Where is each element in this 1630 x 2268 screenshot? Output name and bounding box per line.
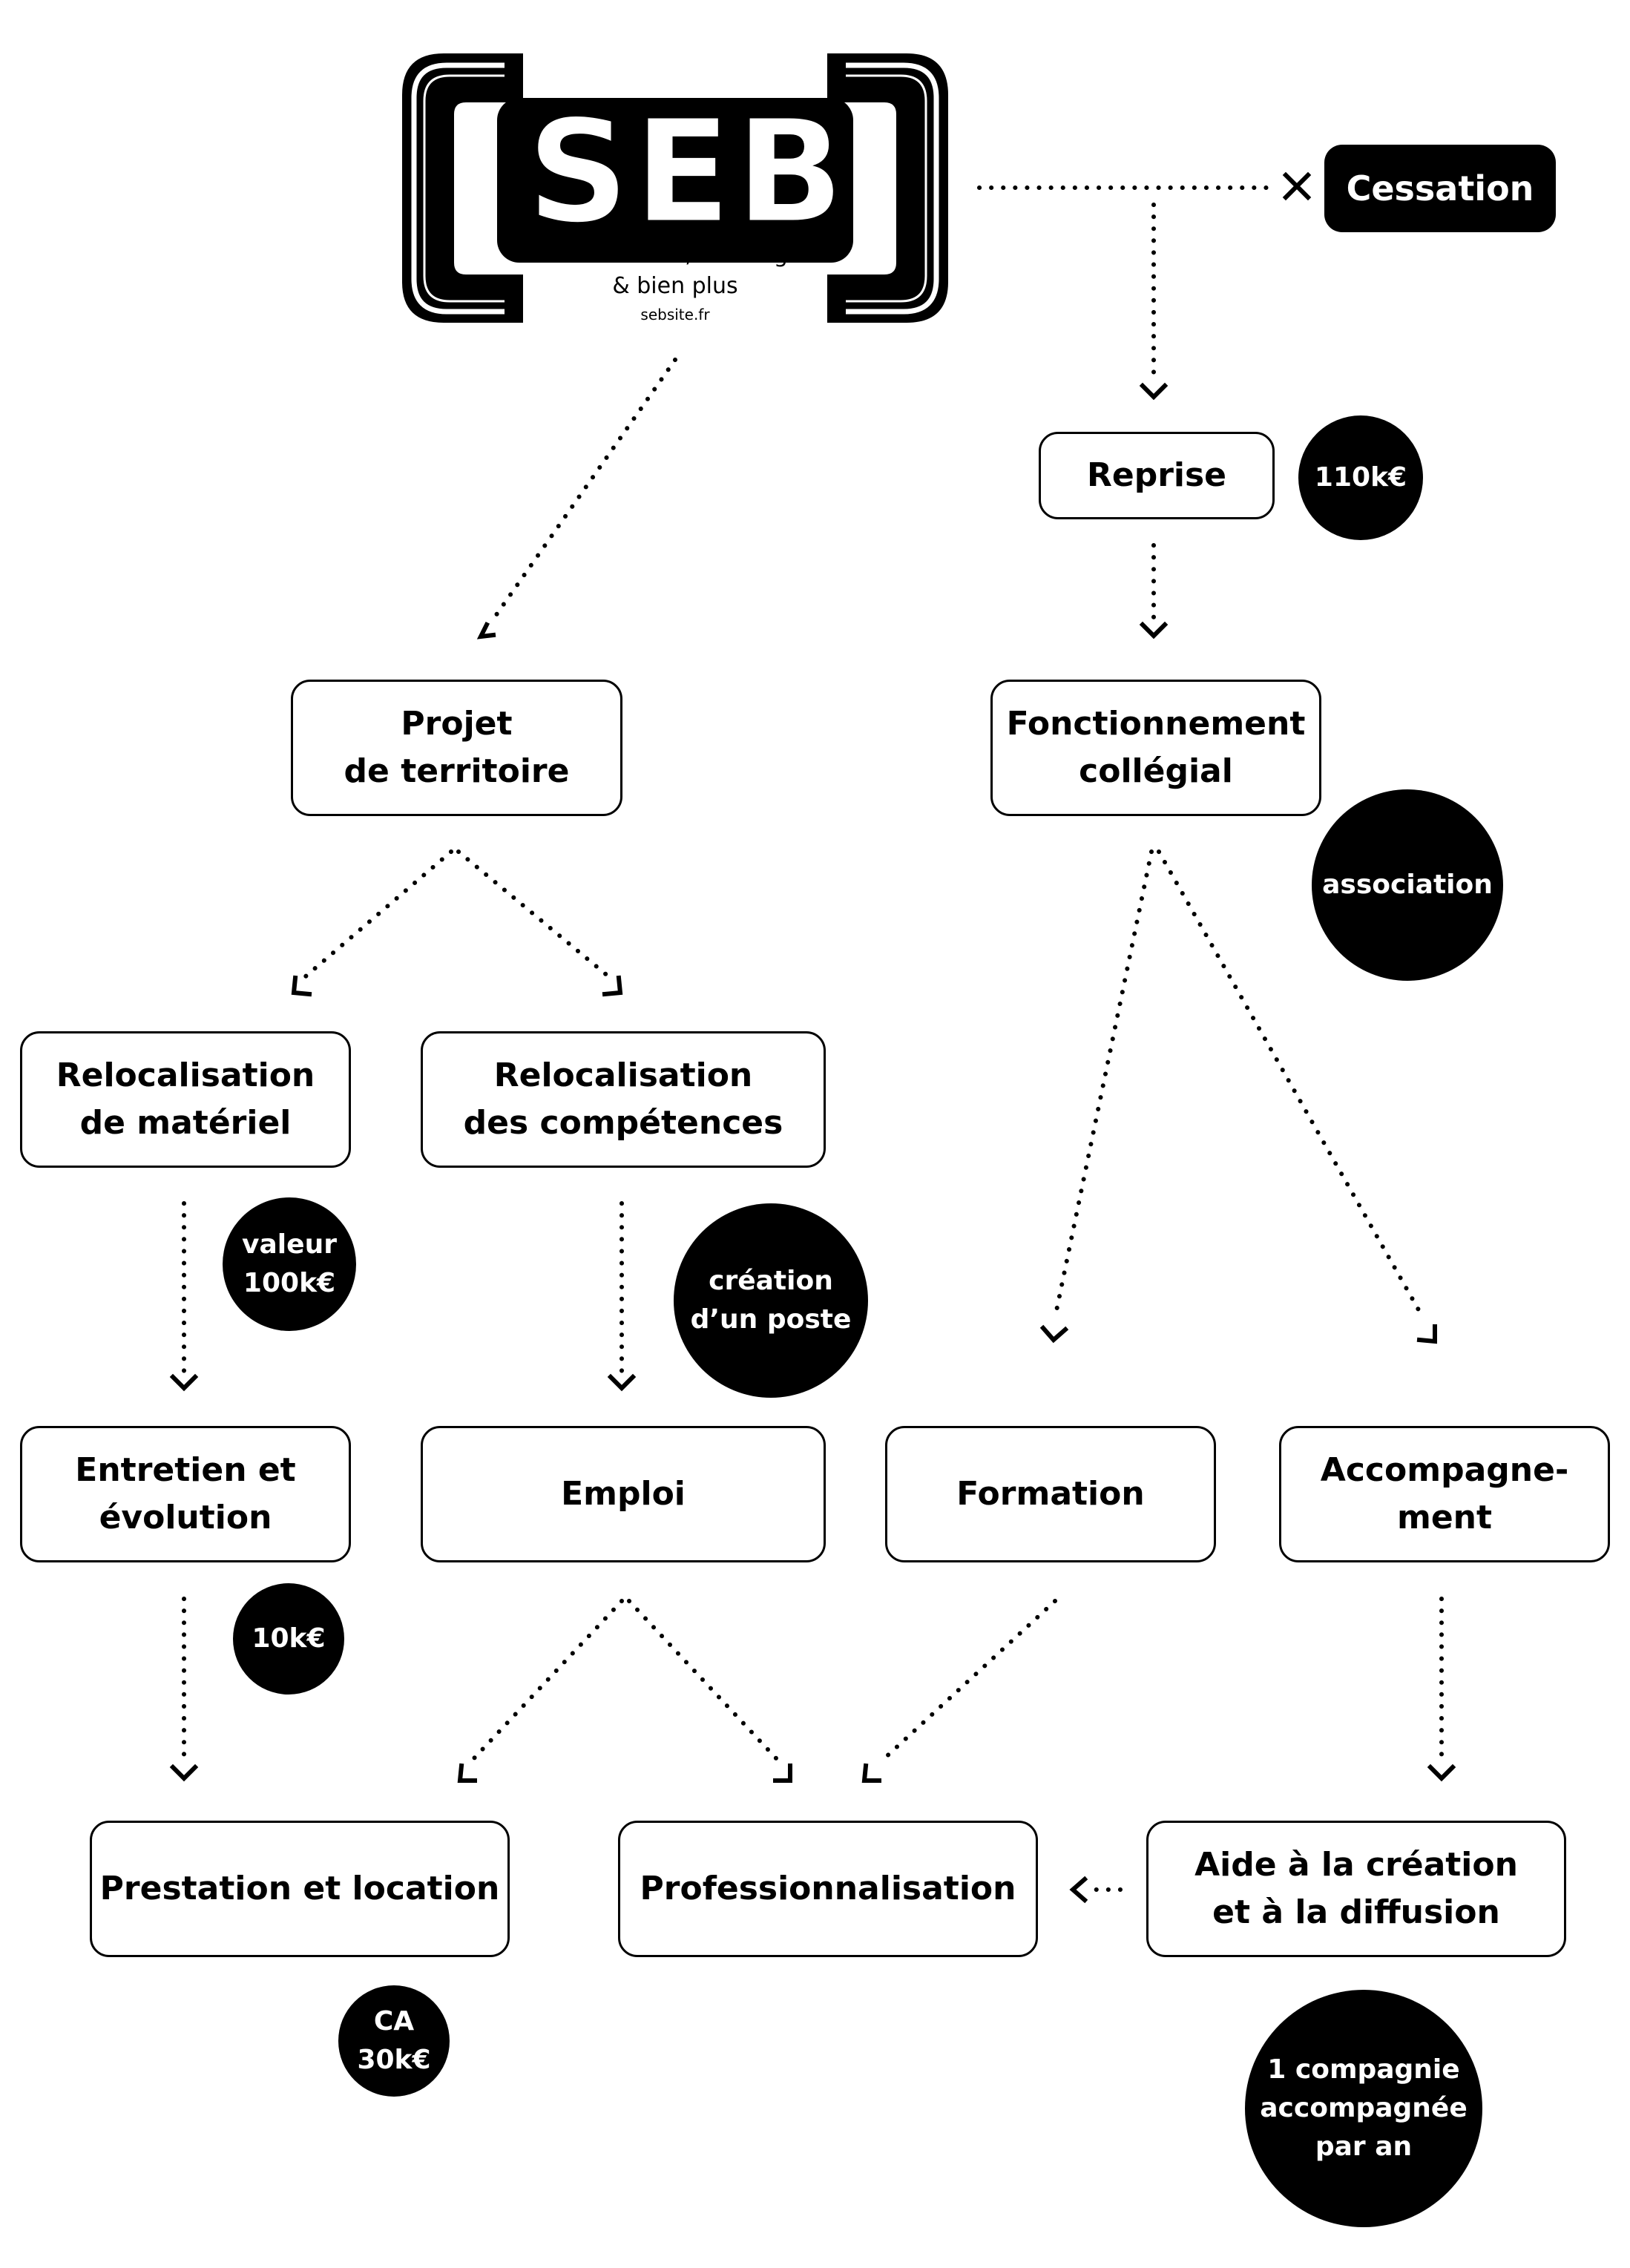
- box-fonctionnement-label: Fonctionnement collégial: [1006, 705, 1306, 790]
- logo-brackets: [402, 53, 948, 323]
- arrowhead-entretien: [169, 1373, 199, 1392]
- badge-reprise-cost-text: 110k€: [1314, 461, 1407, 493]
- badge-ca-text: CA 30k€: [357, 2005, 431, 2075]
- box-prestation-location: Prestation et location: [90, 1821, 510, 1957]
- box-accompagnement: Accompagne- ment: [1279, 1426, 1610, 1562]
- logo-letter-block: [497, 98, 853, 263]
- badge-compagnie: 1 compagnie accompagnée par an: [1245, 1990, 1482, 2227]
- logo-tagline-line1: sonorisation, éclairage: [548, 242, 802, 268]
- connector-logo-projet: [493, 358, 677, 618]
- box-reprise-label: Reprise: [1086, 456, 1227, 495]
- arrowhead-fonctionnement: [1139, 621, 1169, 640]
- logo-website: sebsite.fr: [640, 306, 710, 323]
- badge-association-text: association: [1322, 869, 1493, 900]
- box-formation: Formation: [885, 1426, 1216, 1562]
- right-bracket-icon: [827, 53, 948, 323]
- box-fonctionnement-collegial: Fonctionnement collégial: [990, 680, 1321, 816]
- arrowhead-accompagnement: [1416, 1324, 1437, 1344]
- connector-fonct-formation: [1053, 849, 1154, 1320]
- arrowhead-prestation-1: [169, 1764, 199, 1782]
- box-professionnalisation: Professionnalisation: [618, 1821, 1038, 1957]
- arrowhead-prestation-2: [457, 1763, 477, 1783]
- logo-tagline-line2: & bien plus: [612, 273, 738, 299]
- badge-creation-poste-text: création d’un poste: [690, 1265, 852, 1335]
- badge-reprise-cost: 110k€: [1298, 415, 1423, 540]
- box-emploi: Emploi: [421, 1426, 826, 1562]
- cessation-text: Cessation: [1346, 168, 1534, 208]
- box-aide-creation-diffusion: Aide à la création et à la diffusion: [1146, 1821, 1566, 1957]
- connector-projet-reloc-materiel: [303, 849, 453, 979]
- logo-name: SEB: [526, 88, 849, 256]
- cross-icon: [1282, 171, 1312, 201]
- box-entretien-label: Entretien et évolution: [75, 1451, 296, 1536]
- box-projet-de-territoire: Projet de territoire: [291, 680, 622, 816]
- badge-valeur-text: valeur 100k€: [242, 1229, 337, 1298]
- box-projet-label: Projet de territoire: [344, 705, 570, 790]
- box-accompagnement-label: Accompagne- ment: [1320, 1451, 1569, 1536]
- box-prestation-label: Prestation et location: [99, 1870, 500, 1908]
- arrowhead-reloc-materiel: [291, 975, 312, 997]
- box-reloc-competences-label: Relocalisation des compétences: [463, 1056, 783, 1142]
- arrowhead-professionnalisation-2: [861, 1763, 881, 1783]
- badge-association: association: [1312, 789, 1503, 981]
- cessation-label: Cessation: [1324, 145, 1556, 232]
- box-formation-label: Formation: [956, 1475, 1145, 1513]
- connector-projet-reloc-competences: [456, 849, 611, 979]
- box-professionnalisation-label: Professionnalisation: [640, 1870, 1016, 1908]
- connector-formation-professionnalisation: [881, 1599, 1057, 1762]
- box-entretien-evolution: Entretien et évolution: [20, 1426, 351, 1562]
- badge-valeur: valeur 100k€: [223, 1197, 356, 1331]
- arrowhead-aide-professionnalisation: [1069, 1876, 1088, 1904]
- arrowhead-emploi: [607, 1373, 637, 1392]
- arrowhead-reloc-competences: [602, 975, 623, 997]
- arrowhead-aide: [1427, 1764, 1456, 1782]
- seb-logo: SEB sonorisation, éclairage & bien plus …: [386, 37, 964, 364]
- arrowhead-professionnalisation-1: [773, 1764, 792, 1783]
- box-relocalisation-materiel: Relocalisation de matériel: [20, 1031, 351, 1168]
- badge-ca: CA 30k€: [338, 1985, 450, 2097]
- box-emploi-label: Emploi: [561, 1475, 686, 1513]
- connector-emploi-professionnalisation: [627, 1599, 780, 1762]
- box-reloc-materiel-label: Relocalisation de matériel: [56, 1056, 315, 1142]
- arrowhead-reprise: [1139, 382, 1169, 401]
- arrowhead-projet: [476, 621, 496, 640]
- badge-creation-poste: création d’un poste: [674, 1203, 868, 1398]
- box-reprise: Reprise: [1039, 432, 1275, 519]
- box-aide-label: Aide à la création et à la diffusion: [1194, 1846, 1518, 1931]
- box-relocalisation-competences: Relocalisation des compétences: [421, 1031, 826, 1168]
- badge-entretien-cost: 10k€: [233, 1583, 344, 1695]
- badge-compagnie-text: 1 compagnie accompagnée par an: [1260, 2054, 1468, 2163]
- arrowhead-formation: [1039, 1324, 1069, 1344]
- badge-entretien-cost-text: 10k€: [252, 1623, 326, 1654]
- connector-emploi-prestation: [470, 1599, 624, 1762]
- left-bracket-icon: [402, 53, 523, 323]
